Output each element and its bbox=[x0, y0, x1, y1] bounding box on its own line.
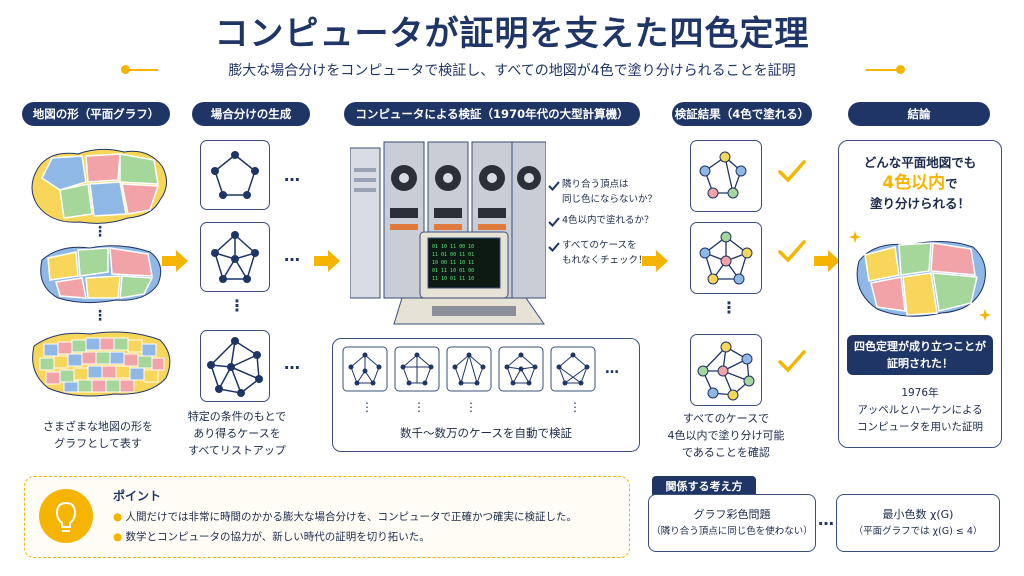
point-item: ● 数学とコンピュータの協力が、新しい時代の証明を切り拓いた。 bbox=[113, 531, 430, 543]
header-cases: 場合分けの生成 bbox=[192, 102, 310, 126]
results-caption: すべてのケースで 4色以内で塗り分け可能 であることを確認 bbox=[667, 412, 785, 459]
conclusion-statement: どんな平面地図でも 4色以内で 塗り分けられる！ bbox=[863, 155, 977, 211]
point-item: ● 人間だけでは非常に時間のかかる膨大な場合分けを、コンピュータで正確かつ確実に… bbox=[113, 511, 578, 523]
more-cases-icon: … bbox=[284, 246, 300, 265]
case-graph-card bbox=[200, 140, 270, 210]
map-large bbox=[31, 148, 167, 224]
point-box: ポイント ● 人間だけでは非常に時間のかかる膨大な場合分けを、コンピュータで正確… bbox=[24, 476, 630, 558]
check-icon bbox=[548, 181, 560, 191]
point-title: ポイント bbox=[113, 489, 162, 503]
svg-text:11 01 00 11 01: 11 01 00 11 01 bbox=[432, 252, 474, 258]
result-graph-1 bbox=[699, 151, 747, 199]
subtitle-line-left bbox=[126, 69, 158, 71]
case-graph-card bbox=[200, 222, 270, 292]
svg-text:⋮: ⋮ bbox=[413, 400, 425, 414]
check-icon bbox=[548, 217, 560, 227]
verification-case-graphs: … ⋮ ⋮ ⋮ ⋮ bbox=[342, 346, 619, 414]
related-item-chromatic-number: 最小色数 χ(G) （平面グラフでは χ(G) ≤ 4） bbox=[836, 494, 1000, 552]
mainframe-computer-illustration: 01 10 11 00 10 11 01 00 11 01 10 00 11 10 … bbox=[350, 141, 546, 325]
header-computer: コンピュータによる検証（1970年代の大型計算機） bbox=[344, 102, 640, 126]
svg-text:⋮: ⋮ bbox=[93, 308, 107, 324]
related-connector-icon: … bbox=[818, 510, 834, 529]
result-graph-card bbox=[690, 140, 762, 212]
map-illustrations: ⋮ ⋮ bbox=[31, 148, 171, 397]
result-graph-card bbox=[690, 334, 762, 406]
proof-credit: 1976年 アッペルとハーケンによる コンピュータを用いた証明 bbox=[857, 387, 983, 433]
case-graph-3 bbox=[207, 337, 263, 397]
verification-cases-panel: … ⋮ ⋮ ⋮ ⋮ 数千〜数万のケースを自動で検証 bbox=[332, 338, 640, 452]
header-maps: 地図の形（平面グラフ） bbox=[22, 102, 170, 126]
header-conclusion: 結論 bbox=[848, 102, 990, 126]
lightbulb-icon bbox=[39, 489, 93, 543]
check-item-four-colors: 4色以内で塗れるか？ bbox=[562, 215, 654, 226]
more-cases-vertical-icon: ⋮ bbox=[229, 296, 245, 315]
page-subtitle: 膨大な場合分けをコンピュータで検証し、すべての地図が4色で塗り分けられることを証… bbox=[228, 63, 796, 79]
svg-text:01 11 10 01 00: 01 11 10 01 00 bbox=[432, 268, 474, 274]
result-graph-card bbox=[690, 222, 762, 294]
svg-text:…: … bbox=[605, 361, 619, 377]
four-color-map bbox=[856, 240, 986, 317]
arrow-icon bbox=[814, 250, 840, 272]
svg-text:01 10 11 00 10: 01 10 11 00 10 bbox=[432, 244, 474, 250]
result-graph-2 bbox=[699, 231, 753, 285]
check-icon bbox=[778, 160, 806, 183]
cases-caption: 特定の条件のもとで あり得るケースを すべてリストアップ bbox=[187, 410, 287, 457]
conclusion-panel: どんな平面地図でも 4色以内で 塗り分けられる！ 四色定理が成り立つことが 証明… bbox=[838, 140, 1002, 448]
related-item-graph-coloring: グラフ彩色問題 （隣り合う頂点に同じ色を使わない） bbox=[648, 494, 816, 552]
related-header: 関係する考え方 bbox=[652, 476, 756, 498]
sparkle-icon bbox=[979, 309, 991, 321]
svg-text:⋮: ⋮ bbox=[569, 400, 581, 414]
subtitle-dot-right bbox=[896, 65, 905, 74]
svg-text:⋮: ⋮ bbox=[93, 224, 107, 240]
more-cases-icon: … bbox=[284, 166, 300, 185]
more-results-vertical-icon: ⋮ bbox=[721, 298, 737, 317]
subtitle-dot-left bbox=[121, 65, 130, 74]
check-item-all-cases: すべてのケースを もれなくチェック！ bbox=[562, 240, 648, 266]
subtitle-line-right bbox=[866, 69, 898, 71]
case-graph-card bbox=[200, 330, 270, 402]
arrow-icon bbox=[314, 250, 340, 272]
case-graph-1 bbox=[211, 151, 259, 199]
svg-text:10 00 11 10 11: 10 00 11 10 11 bbox=[432, 260, 474, 266]
check-icon bbox=[778, 240, 806, 263]
map-medium bbox=[40, 245, 162, 304]
verification-caption: 数千〜数万のケースを自動で検証 bbox=[400, 426, 572, 440]
maps-caption: さまざまな地図の形を グラフとして表す bbox=[43, 420, 153, 450]
result-graph-3 bbox=[697, 341, 755, 401]
page-title: コンピュータが証明を支えた四色定理 bbox=[214, 14, 810, 54]
check-icon bbox=[778, 350, 806, 373]
point-list: ● 人間だけでは非常に時間のかかる膨大な場合分けを、コンピュータで正確かつ確実に… bbox=[113, 507, 577, 547]
svg-text:⋮: ⋮ bbox=[465, 400, 477, 414]
sparkle-icon bbox=[849, 231, 861, 243]
conclusion-highlight: 4色以内 bbox=[882, 173, 946, 193]
check-icon bbox=[548, 242, 560, 252]
svg-text:⋮: ⋮ bbox=[361, 400, 373, 414]
svg-text:11 10 01 11 10: 11 10 01 11 10 bbox=[432, 276, 474, 282]
arrow-icon bbox=[642, 250, 668, 272]
arrow-icon bbox=[162, 250, 188, 272]
case-graph-2 bbox=[211, 231, 259, 283]
check-item-adjacent: 隣り合う頂点は 同じ色にならないか？ bbox=[562, 179, 658, 205]
map-small-complex bbox=[32, 331, 171, 397]
more-cases-icon: … bbox=[284, 354, 300, 373]
proven-banner: 四色定理が成り立つことが 証明された！ bbox=[847, 335, 993, 375]
header-results: 検証結果（4色で塗れる） bbox=[672, 102, 812, 126]
